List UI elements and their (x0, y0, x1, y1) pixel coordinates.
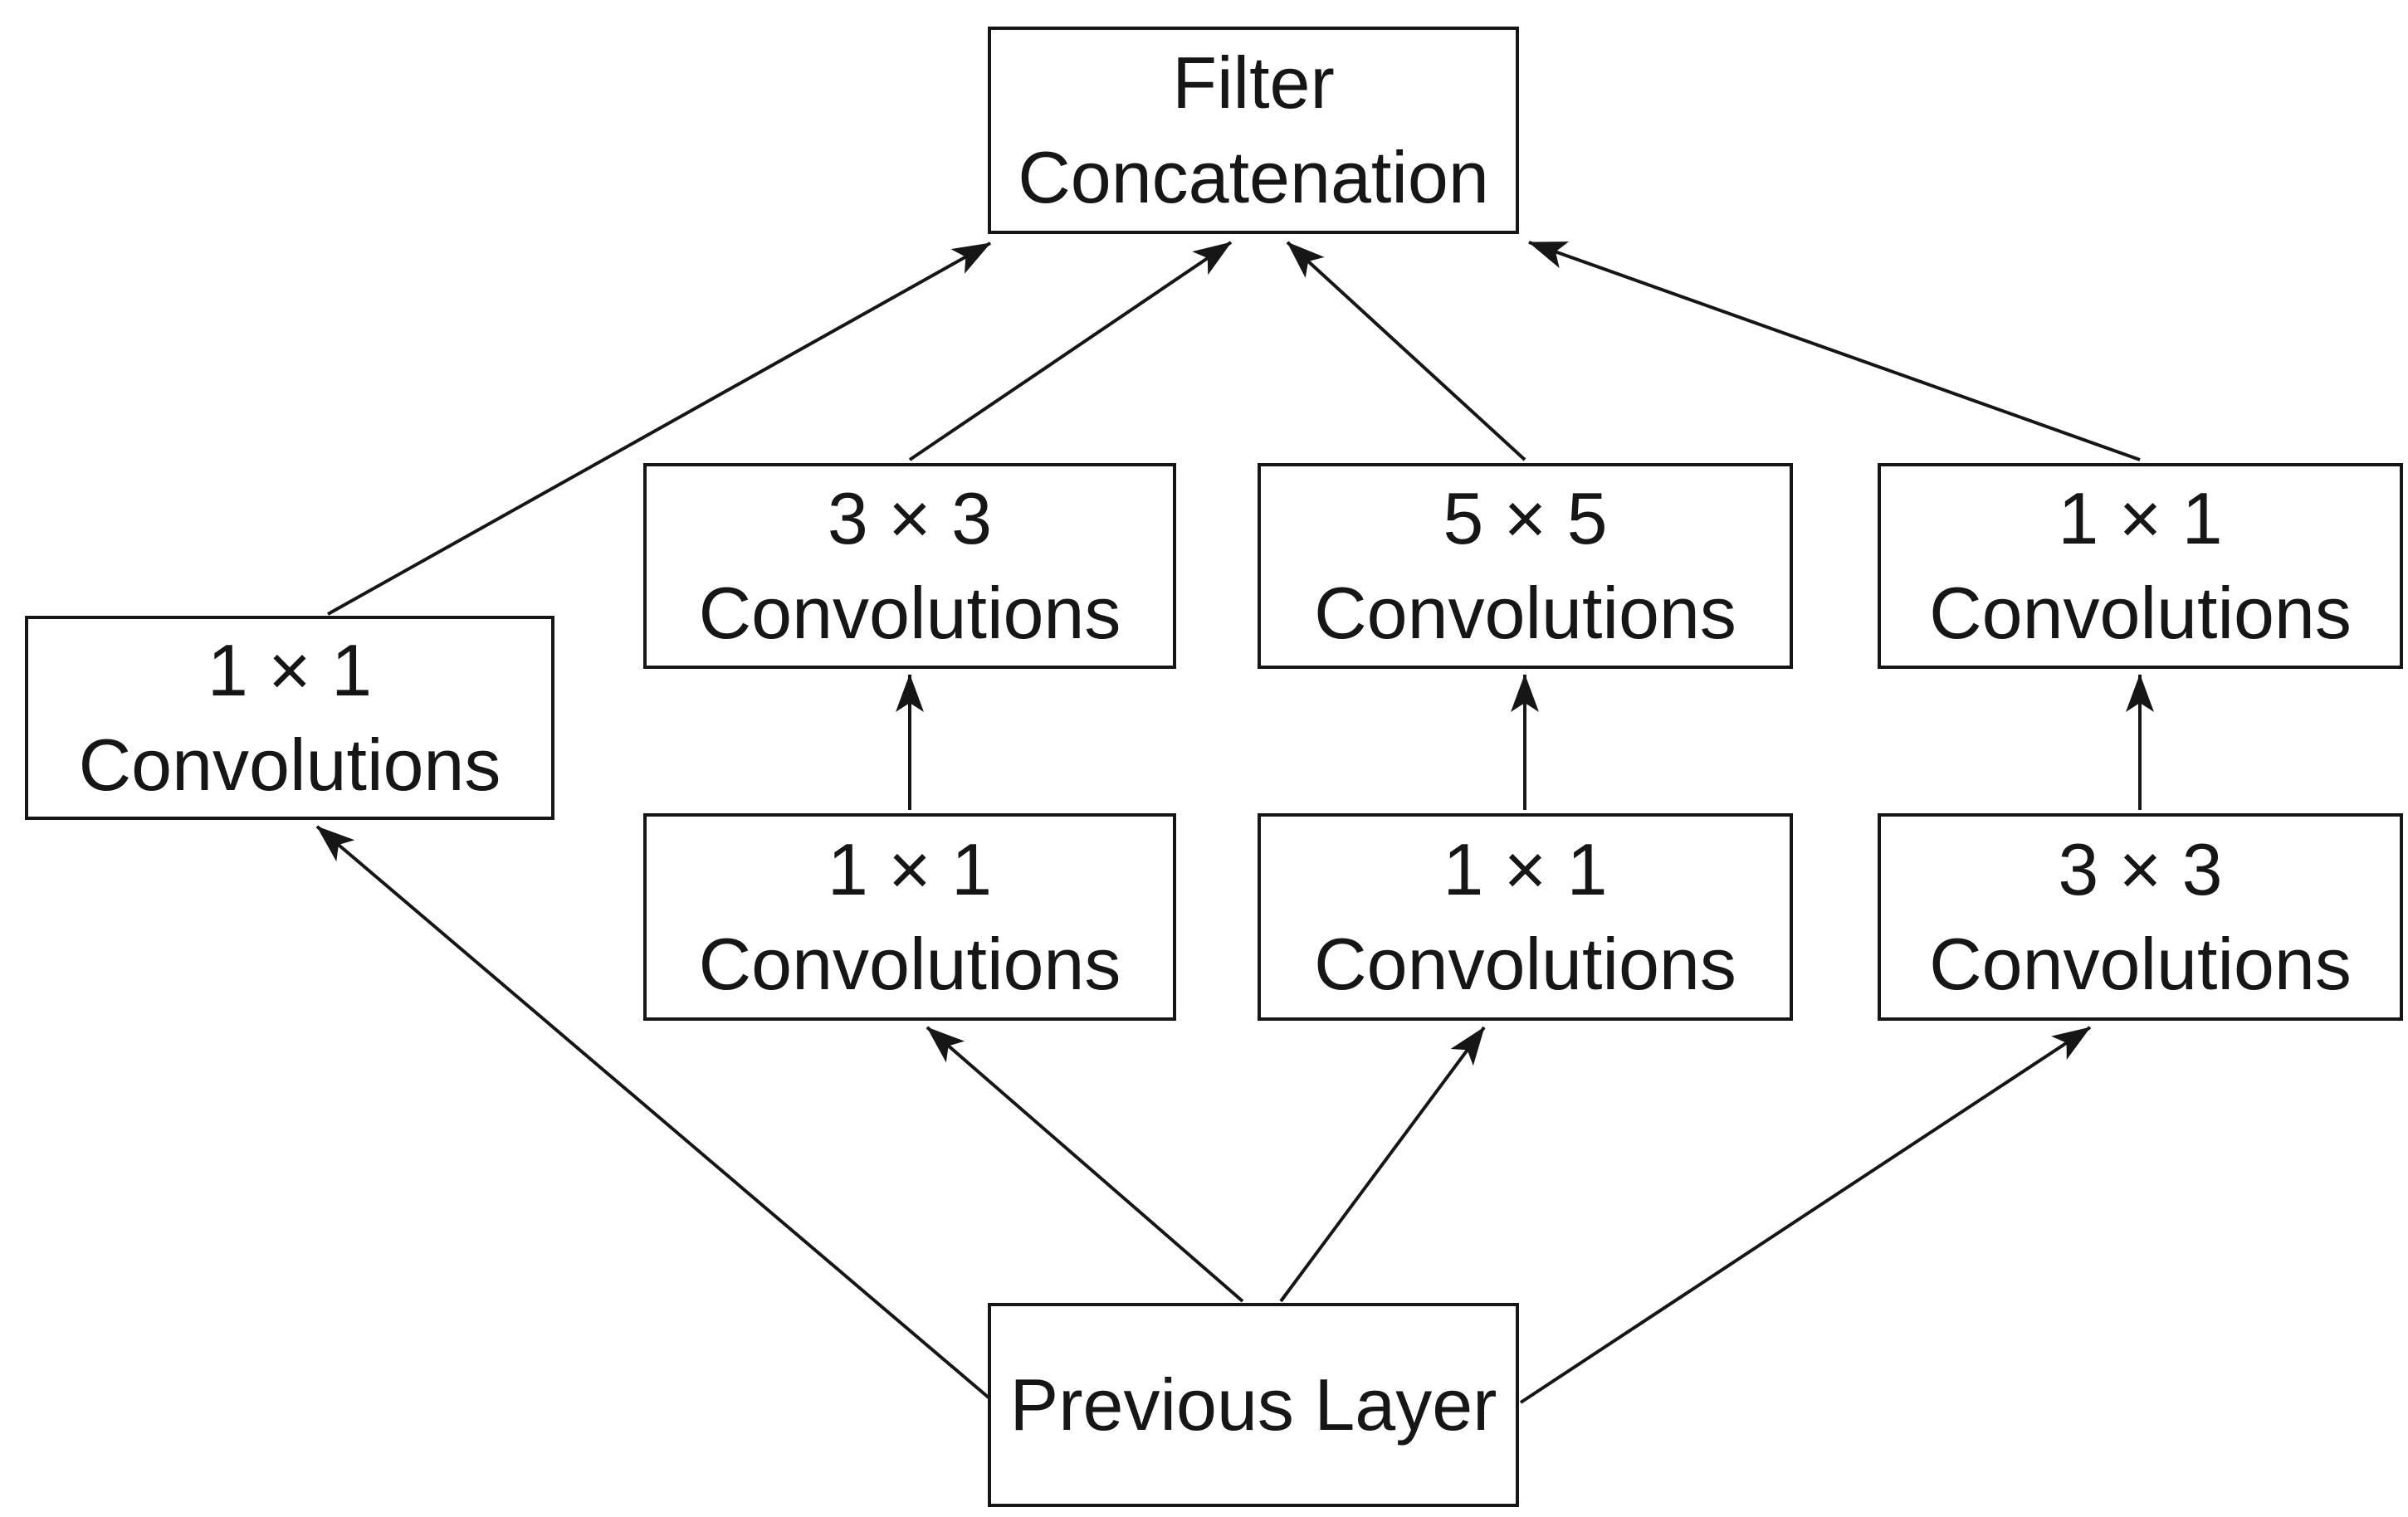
arrow-previous-to-branch4-3x3 (1519, 1026, 2092, 1404)
node-label-line: Previous Layer (1009, 1363, 1497, 1446)
node-branch4-1x1-convolutions: 1 × 1 Convolutions (1878, 463, 2403, 669)
node-label-line: Concatenation (1018, 136, 1489, 218)
node-label-line: Convolutions (1929, 923, 2352, 1005)
node-branch3-1x1-convolutions: 1 × 1 Convolutions (1258, 813, 1793, 1021)
arrow-branch1-1x1-to-filter (327, 241, 991, 616)
node-label-line: Convolutions (1314, 572, 1736, 654)
node-filter-concatenation: Filter Concatenation (988, 27, 1519, 234)
node-label-line: 1 × 1 (2058, 476, 2223, 559)
node-label-line: Convolutions (698, 923, 1121, 1005)
node-branch2-1x1-convolutions: 1 × 1 Convolutions (643, 813, 1176, 1021)
node-label-line: 3 × 3 (827, 476, 993, 559)
node-label-line: 1 × 1 (827, 827, 993, 910)
node-label-line: 5 × 5 (1443, 476, 1608, 559)
node-label-line: Convolutions (78, 724, 501, 806)
node-label-line: Convolutions (1929, 572, 2352, 654)
node-label-line: 1 × 1 (207, 628, 373, 711)
node-label-line: 1 × 1 (1443, 827, 1608, 910)
node-branch1-1x1-convolutions: 1 × 1 Convolutions (25, 616, 554, 820)
arrow-previous-to-branch1-1x1 (315, 825, 996, 1404)
node-branch4-3x3-convolutions: 3 × 3 Convolutions (1878, 813, 2403, 1021)
node-label-line: Filter (1172, 41, 1335, 124)
node-label-line: Convolutions (698, 572, 1121, 654)
node-previous-layer: Previous Layer (988, 1303, 1519, 1507)
node-label-line: 3 × 3 (2058, 827, 2223, 910)
arrow-branch4-1x1-to-filter (1528, 241, 2141, 461)
node-branch3-5x5-convolutions: 5 × 5 Convolutions (1258, 463, 1793, 669)
arrow-previous-to-branch2-1x1 (926, 1026, 1244, 1303)
arrow-branch2-3x3-to-filter (908, 241, 1233, 461)
node-branch2-3x3-convolutions: 3 × 3 Convolutions (643, 463, 1176, 669)
node-label-line: Convolutions (1314, 923, 1736, 1005)
arrow-previous-to-branch3-1x1 (1279, 1026, 1486, 1303)
arrow-branch3-5x5-to-filter (1286, 241, 1526, 461)
